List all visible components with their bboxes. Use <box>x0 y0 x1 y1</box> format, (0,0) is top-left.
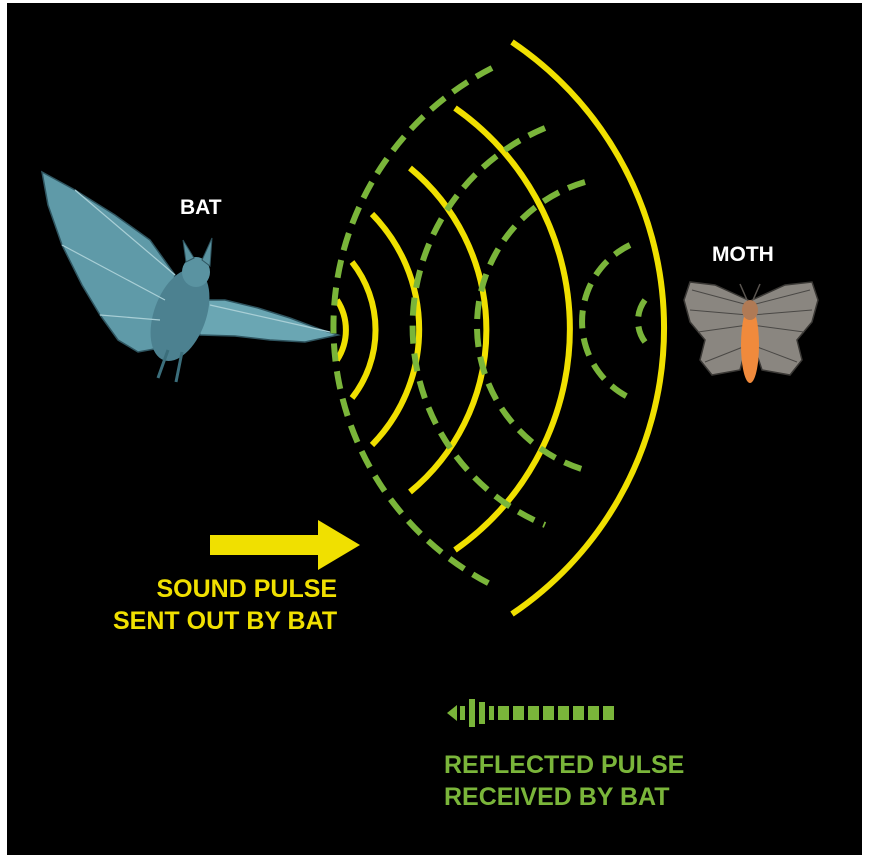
sound-wave-2 <box>352 262 376 398</box>
moth-thorax <box>742 300 758 320</box>
reflected-pulse-label: REFLECTED PULSE RECEIVED BY BAT <box>444 749 684 813</box>
reflected-pulse-line-1: REFLECTED PULSE <box>444 749 684 781</box>
bat-right-wing <box>190 300 338 342</box>
echolocation-diagram: BAT MOTH SOUND PULSE SENT OUT BY BAT REF… <box>7 3 862 855</box>
reflected-wave-1 <box>638 300 645 342</box>
bat-label: BAT <box>180 196 222 220</box>
moth-label: MOTH <box>712 243 774 267</box>
bat-ear-left <box>183 240 194 262</box>
sound-pulse-line-1: SOUND PULSE <box>113 573 337 605</box>
sound-pulse-line-2: SENT OUT BY BAT <box>113 605 337 637</box>
moth-illustration <box>684 282 818 383</box>
left-arrow-icon <box>447 699 614 727</box>
sound-pulse-waves <box>337 42 664 614</box>
reflected-pulse-line-2: RECEIVED BY BAT <box>444 781 684 813</box>
sound-pulse-label: SOUND PULSE SENT OUT BY BAT <box>113 573 337 637</box>
sound-wave-1 <box>337 300 346 360</box>
right-arrow-icon <box>210 520 360 570</box>
diagram-canvas <box>7 3 862 855</box>
reflected-wave-2 <box>582 245 630 398</box>
